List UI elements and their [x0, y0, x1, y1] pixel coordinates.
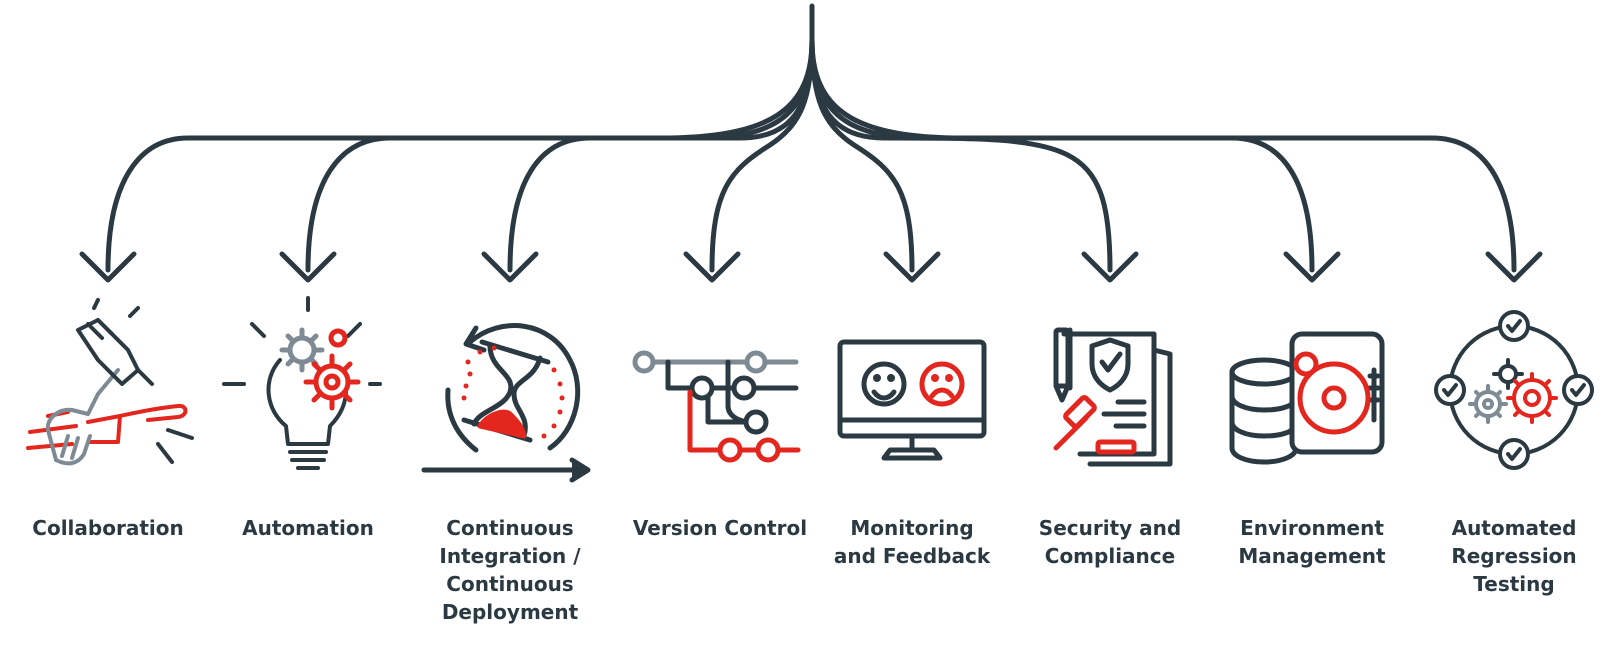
- branch-to-collaboration: [105, 37, 815, 273]
- label-line: Monitoring: [850, 516, 974, 540]
- gears-checkmarks-icon: [1434, 310, 1594, 470]
- branch-to-automation: [305, 37, 815, 273]
- label-line: and Feedback: [833, 544, 991, 568]
- label-testing: Automated Regression Testing: [1419, 514, 1609, 598]
- label-line: Security and: [1038, 516, 1182, 540]
- branch-to-testing: [809, 37, 1517, 273]
- label-line: Automated: [1451, 516, 1577, 540]
- label-line: Compliance: [1044, 544, 1176, 568]
- label-line: Regression: [1451, 544, 1577, 568]
- label-environment: Environment Management: [1217, 514, 1407, 570]
- arrowheads: [79, 251, 1543, 283]
- branch-to-version-control: [709, 37, 815, 273]
- label-security: Security and Compliance: [1015, 514, 1205, 570]
- hourglass-cycle-icon: [421, 323, 591, 483]
- label-monitoring: Monitoring and Feedback: [817, 514, 1007, 570]
- label-line: Version Control: [632, 516, 808, 540]
- label-line: Deployment: [441, 600, 579, 624]
- label-line: Automation: [242, 516, 374, 540]
- label-line: Management: [1238, 544, 1386, 568]
- label-automation: Automation: [213, 514, 403, 542]
- label-line: Integration /: [439, 544, 581, 568]
- label-line: Continuous: [446, 572, 574, 596]
- label-cicd: Continuous Integration / Continuous Depl…: [415, 514, 605, 626]
- label-line: Testing: [1473, 572, 1555, 596]
- branch-graph-icon: [632, 350, 801, 463]
- collaboration-hands-icon: [26, 298, 194, 466]
- label-version-control: Version Control: [625, 514, 815, 542]
- branch-to-monitoring: [809, 37, 915, 273]
- lightbulb-gears-icon: [222, 296, 382, 470]
- shield-gavel-document-icon: [1053, 327, 1173, 467]
- label-line: Environment: [1240, 516, 1384, 540]
- database-disk-icon: [1229, 331, 1385, 465]
- branch-to-security: [809, 37, 1113, 273]
- branch-to-cicd: [507, 37, 815, 273]
- label-line: Collaboration: [32, 516, 184, 540]
- label-collaboration: Collaboration: [13, 514, 203, 542]
- branch-arrows: [79, 3, 1543, 283]
- label-line: Continuous: [446, 516, 574, 540]
- monitor-faces-icon: [837, 339, 987, 461]
